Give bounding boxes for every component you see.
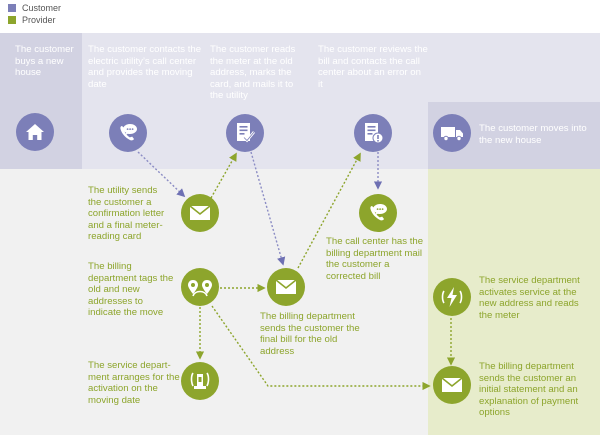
phone-chat-icon: [109, 114, 147, 152]
step-billing-initial: The billing department sends the custome…: [479, 361, 579, 419]
checklist-icon: [226, 114, 264, 152]
legend-swatch-provider: [8, 16, 16, 24]
step-service-activates: The service department activates service…: [479, 275, 580, 321]
location-pins-icon: [181, 268, 219, 306]
arrow-utility-sends-to-read-meter: [210, 152, 237, 199]
arrow-contact-to-utility-sends: [137, 151, 186, 198]
step-call-center-corrected: The call center has the billing departme…: [326, 236, 424, 282]
step-contact-call-center: The customer contacts the electric utili…: [88, 44, 202, 90]
step-buy-house: The customer buys a new house: [15, 44, 74, 79]
service-tools-icon: [181, 362, 219, 400]
envelope-icon: [267, 268, 305, 306]
legend-provider: Provider: [8, 14, 56, 26]
phone-chat-icon: [359, 194, 397, 232]
legend-customer: Customer: [8, 2, 61, 14]
legend-label-customer: Customer: [22, 3, 62, 13]
house-icon: [16, 113, 54, 151]
arrow-billing-tags-to-billing-initial: [211, 305, 431, 391]
step-billing-final: The billing department sends the custome…: [260, 311, 360, 357]
step-billing-tags: The billing department tags the old and …: [88, 261, 174, 319]
arrow-billing-final-to-review-bill: [297, 152, 361, 269]
legend-label-provider: Provider: [22, 15, 56, 25]
lightning-icon: [433, 278, 471, 316]
envelope-icon: [433, 366, 471, 404]
step-utility-sends: The utility sends the customer a confirm…: [88, 185, 165, 243]
bill-alert-icon: [354, 114, 392, 152]
step-review-bill: The customer reviews the bill and contac…: [318, 44, 428, 90]
step-service-arranges: The service depart-ment arranges for the…: [88, 360, 180, 406]
truck-icon: [433, 114, 471, 152]
arrow-read-meter-to-billing-final: [250, 151, 286, 266]
legend-swatch-customer: [8, 4, 16, 12]
step-read-meter: The customer reads the meter at the old …: [210, 44, 296, 102]
envelope-icon: [181, 194, 219, 232]
step-moves-in: The customer moves into the new house: [479, 123, 587, 146]
